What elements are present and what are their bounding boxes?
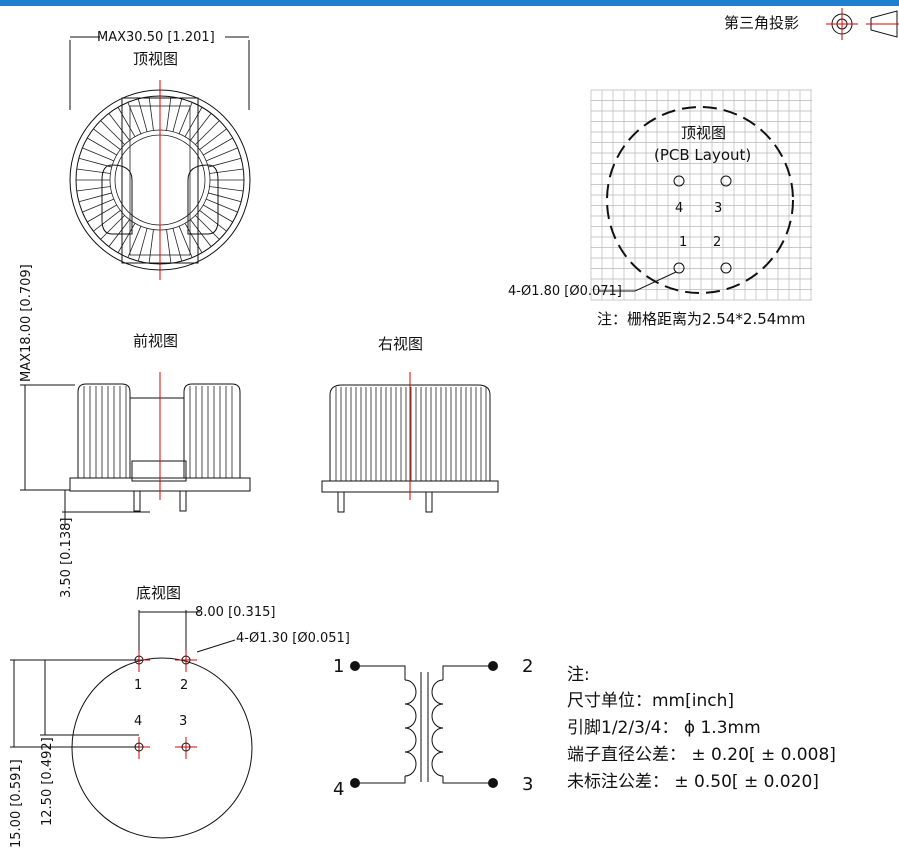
- bottom-pin-4: 4: [134, 714, 142, 729]
- pcb-pin-3: 3: [714, 201, 722, 216]
- schematic: 1 2 4 3: [333, 656, 533, 800]
- pcb-title: 顶视图: [681, 124, 726, 142]
- schematic-pin-1: 1: [333, 656, 344, 677]
- pcb-pin-1: 1: [679, 235, 687, 250]
- top-view: MAX30.50 [1.201] 顶视图: [69, 30, 251, 280]
- top-width-dim: MAX30.50 [1.201]: [97, 30, 215, 45]
- schematic-pin-2: 2: [522, 656, 533, 677]
- bottom-view: 底视图 8.00 [0.315] 4-Ø1.30 [Ø0.051] 1 2 4 …: [9, 584, 350, 848]
- outer-span-label: 15.00 [0.591]: [9, 759, 24, 848]
- bottom-hole-label: 4-Ø1.30 [Ø0.051]: [236, 631, 350, 646]
- pcb-subtitle: (PCB Layout): [654, 146, 751, 164]
- pcb-grid-note: 注：栅格距离为2.54*2.54mm: [597, 310, 806, 328]
- pin-pitch-label: 8.00 [0.315]: [195, 605, 275, 620]
- notes-block: 注: 尺寸单位：mm[inch] 引脚1/2/3/4： ϕ 1.3mm 端子直径…: [567, 665, 836, 792]
- pin-length-label: 3.50 [0.138]: [59, 518, 74, 598]
- pcb-layout: 顶视图 (PCB Layout) 4 3 1 2 4-Ø1.80 [Ø0.071…: [508, 89, 812, 328]
- right-view-title: 右视图: [378, 335, 423, 353]
- schematic-pin-3: 3: [522, 774, 533, 795]
- notes-line-1: 尺寸单位：mm[inch]: [567, 691, 734, 711]
- pcb-hole-label: 4-Ø1.80 [Ø0.071]: [508, 284, 622, 299]
- pcb-pin-2: 2: [713, 235, 721, 250]
- front-view-title: 前视图: [133, 332, 178, 350]
- notes-title: 注:: [567, 665, 590, 685]
- bottom-pin-2: 2: [180, 678, 188, 693]
- bottom-view-title: 底视图: [136, 584, 181, 602]
- pcb-pin-4: 4: [675, 201, 683, 216]
- projection-label: 第三角投影: [724, 14, 799, 32]
- schematic-pin-4: 4: [333, 779, 344, 800]
- projection-symbol: [826, 8, 899, 40]
- front-view: 前视图: [69, 332, 251, 512]
- bottom-pin-1: 1: [134, 678, 142, 693]
- top-accent-bar: [0, 0, 899, 6]
- height-dim-label: MAX18.00 [0.709]: [19, 264, 34, 382]
- notes-line-4: 未标注公差： ± 0.50[ ± 0.020]: [567, 772, 819, 792]
- height-dimension: MAX18.00 [0.709] 3.50 [0.138]: [19, 264, 150, 598]
- notes-line-3: 端子直径公差： ± 0.20[ ± 0.008]: [567, 745, 836, 765]
- notes-line-2: 引脚1/2/3/4： ϕ 1.3mm: [567, 718, 761, 738]
- top-view-title: 顶视图: [133, 50, 178, 68]
- right-view: 右视图: [321, 335, 499, 513]
- inner-span-label: 12.50 [0.492]: [40, 737, 55, 826]
- bottom-pin-3: 3: [179, 714, 187, 729]
